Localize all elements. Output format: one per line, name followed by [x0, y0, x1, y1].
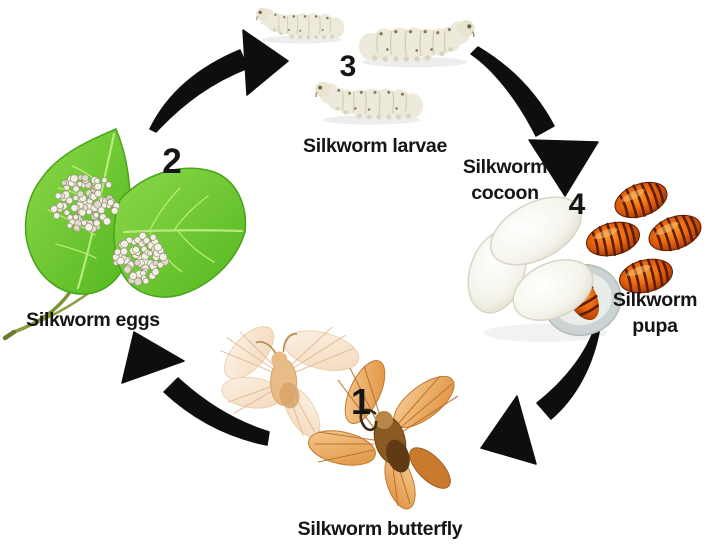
moth-antenna: [282, 333, 298, 353]
cocoon-label-line2: cocoon: [471, 182, 539, 204]
cocoon-2: [490, 196, 582, 266]
pupa-3: [642, 207, 708, 259]
stage-number-2: 2: [162, 142, 182, 181]
pale-moth: [220, 326, 360, 438]
cocoons-group: [467, 196, 622, 342]
pupa-label-line1: Silkworm: [612, 289, 698, 311]
cocoon-label: Silkworm cocoon: [462, 154, 548, 206]
eggs-label: Silkworm eggs: [26, 309, 160, 331]
arrow-eggs-to-larvae: [149, 29, 289, 133]
larva-3: [314, 79, 424, 126]
egg-cluster-1: [50, 174, 121, 233]
butterfly-label: Silkworm butterfly: [297, 518, 463, 540]
arrow-larvae-to-cocoon: [470, 46, 599, 197]
arrow-pupa-to-butterfly: [480, 324, 601, 465]
leaf-stem: [2, 329, 17, 341]
stage-number-4: 4: [568, 188, 586, 221]
pupa-2: [581, 215, 645, 263]
moth-antenna: [359, 408, 378, 432]
arrow-butterfly-to-eggs: [121, 331, 270, 446]
pupa-label-line2: pupa: [632, 315, 678, 337]
larva-1: [255, 5, 345, 45]
pupa-1: [608, 174, 674, 226]
stage-number-1: 1: [350, 381, 372, 422]
larva-2: [358, 17, 476, 68]
larvae-label: Silkworm larvae: [303, 135, 447, 157]
silkworm-larvae-group: [255, 5, 476, 126]
egg-cluster-2: [112, 231, 170, 286]
cocoon-label-line1: Silkworm: [462, 156, 548, 178]
mulberry-leaves-with-eggs: [2, 128, 247, 341]
moth-antenna: [255, 341, 277, 354]
cocoon-3: [512, 259, 594, 321]
orange-moth: [308, 360, 459, 510]
pupa-label: Silkworm pupa: [612, 287, 698, 339]
stage-number-3: 3: [339, 50, 357, 83]
